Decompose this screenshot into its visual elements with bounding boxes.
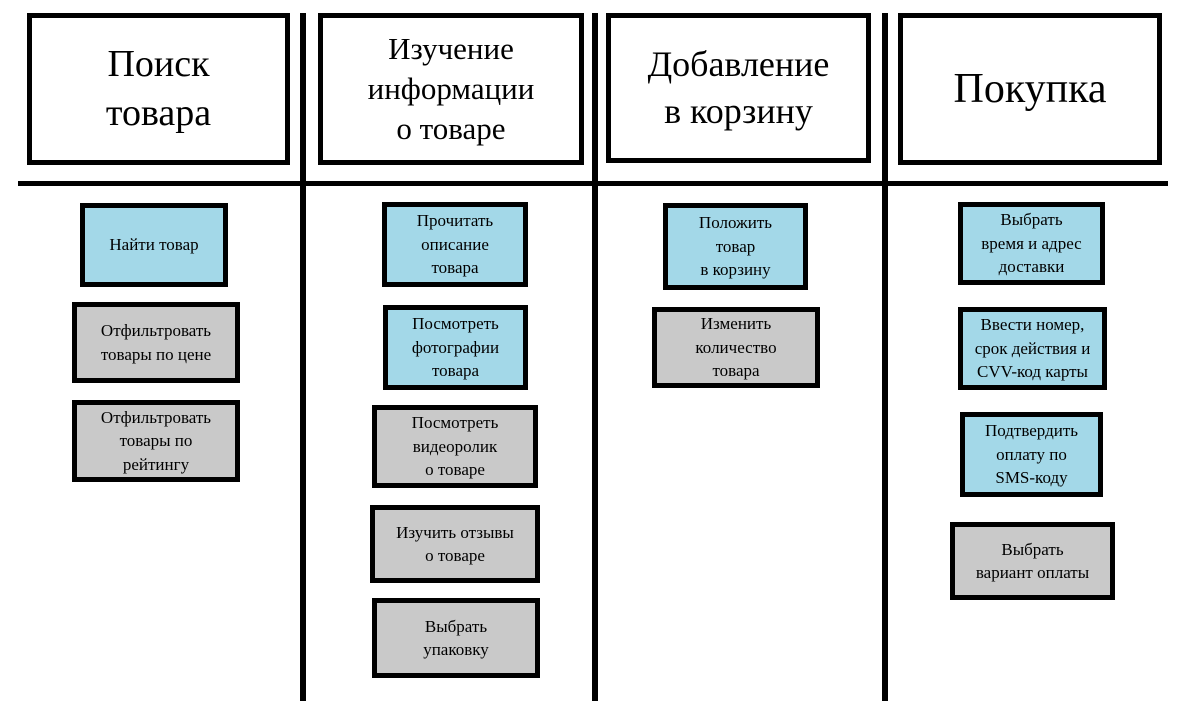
card-filter-by-price: Отфильтровать товары по цене — [72, 302, 240, 383]
stage-header-study-product-info: Изучение информации о товаре — [318, 13, 584, 165]
card-enter-card-details: Ввести номер, срок действия и CVV-код ка… — [958, 307, 1107, 390]
card-read-description: Прочитать описание товара — [382, 202, 528, 287]
card-confirm-sms-payment: Подтвердить оплату по SMS-коду — [960, 412, 1103, 497]
card-choose-packaging: Выбрать упаковку — [372, 598, 540, 678]
card-choose-payment-option: Выбрать вариант оплаты — [950, 522, 1115, 600]
card-find-product: Найти товар — [80, 203, 228, 287]
card-filter-by-rating: Отфильтровать товары по рейтингу — [72, 400, 240, 482]
card-view-photos: Посмотреть фотографии товара — [383, 305, 528, 390]
stage-header-add-to-cart: Добавление в корзину — [606, 13, 871, 163]
stage-header-product-search: Поиск товара — [27, 13, 290, 165]
card-put-in-cart: Положить товар в корзину — [663, 203, 808, 290]
column-divider-1 — [300, 13, 306, 701]
card-change-quantity: Изменить количество товара — [652, 307, 820, 388]
column-divider-2 — [592, 13, 598, 701]
stage-header-purchase: Покупка — [898, 13, 1162, 165]
card-read-reviews: Изучить отзывы о товаре — [370, 505, 540, 583]
card-choose-delivery-time-address: Выбрать время и адрес доставки — [958, 202, 1105, 285]
header-row-divider — [18, 181, 1168, 186]
column-divider-3 — [882, 13, 888, 701]
card-watch-video: Посмотреть видеоролик о товаре — [372, 405, 538, 488]
